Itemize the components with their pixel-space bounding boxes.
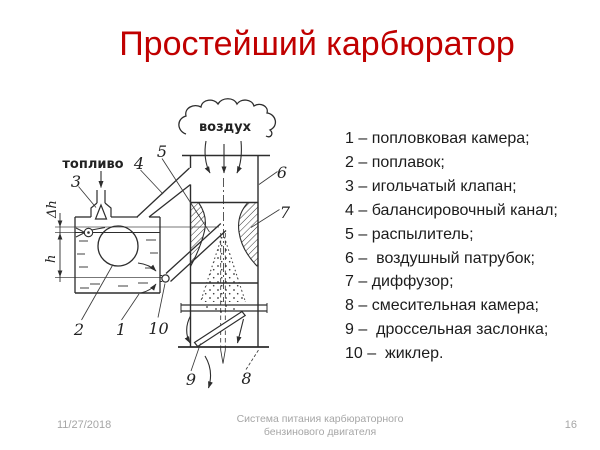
fuel-dashes: [77, 239, 158, 289]
balance-channel: [136, 167, 191, 218]
dim-arrow-up: [57, 233, 63, 240]
leader-lines: [78, 158, 280, 372]
callout-2: 2: [73, 320, 84, 339]
throttle-valve: [193, 310, 247, 348]
callout-8: 8: [241, 369, 251, 388]
jet: [161, 274, 170, 283]
footer-date: 11/27/2018: [57, 419, 112, 431]
callout-1: 1: [116, 320, 126, 339]
float-assembly: [75, 225, 139, 267]
carburetor-diagram: Δh h воздух: [44, 98, 291, 389]
legend-list: 1 – попловковая камера; 2 – поплавок; 3 …: [345, 127, 593, 366]
page-number: 16: [564, 419, 577, 431]
air-cloud: воздух: [178, 98, 277, 138]
callout-3: 3: [71, 172, 81, 191]
legend-item-2: 2 – поплавок;: [345, 153, 445, 171]
dim-h-label: h: [44, 255, 59, 263]
air-label: воздух: [199, 120, 252, 135]
callout-6: 6: [277, 163, 287, 182]
flange: [180, 303, 268, 313]
callout-10: 10: [148, 319, 168, 338]
float-lever: [91, 226, 106, 231]
dimension-lines: Δh h: [44, 200, 63, 282]
footer-subject-line2: бензинового двигателя: [263, 425, 377, 438]
legend-item-7: 7 – диффузор;: [345, 273, 454, 291]
legend-item-9: 9 – дроссельная заслонка;: [345, 321, 549, 339]
needle-valve: [90, 190, 112, 220]
legend-item-8: 8 – смесительная камера;: [345, 297, 539, 315]
air-intake-arrows: [204, 140, 242, 174]
callout-7: 7: [280, 203, 291, 222]
spray-cone: [200, 232, 246, 364]
callout-4: 4: [133, 154, 144, 173]
callout-labels: 1 2 3 4 5 6 7 8 9 10: [71, 142, 291, 389]
fuel-flow-arrows: [137, 262, 157, 294]
fuel-label: топливо: [62, 157, 123, 172]
legend-item-3: 3 – игольчатый клапан;: [345, 177, 517, 195]
legend-item-5: 5 – распылитель;: [345, 225, 474, 243]
legend-item-10: 10 – жиклер.: [345, 345, 444, 363]
callout-5: 5: [157, 142, 167, 161]
dim-delta-h-label: Δh: [45, 200, 60, 219]
legend-item-6: 6 – воздушный патрубок;: [345, 249, 535, 267]
pivot-dot: [87, 231, 90, 234]
legend-item-1: 1 – попловковая камера;: [345, 130, 530, 147]
cloud-shape: [178, 98, 277, 138]
dim-arrow-down2: [57, 270, 63, 277]
float: [97, 225, 139, 267]
legend-item-4: 4 – балансировочный канал;: [345, 201, 558, 219]
footer-subject-line1: Система питания карбюраторного: [236, 413, 404, 425]
footer-subject: Система питания карбюраторного бензиново…: [195, 413, 445, 438]
callout-9: 9: [186, 370, 196, 389]
stream-arrow: [220, 349, 226, 364]
slide-title: Простейший карбюратор: [119, 25, 515, 63]
sprayer: [160, 223, 227, 282]
dim-arrow-down: [57, 220, 63, 227]
mixture-flow-arrows: [184, 315, 245, 389]
